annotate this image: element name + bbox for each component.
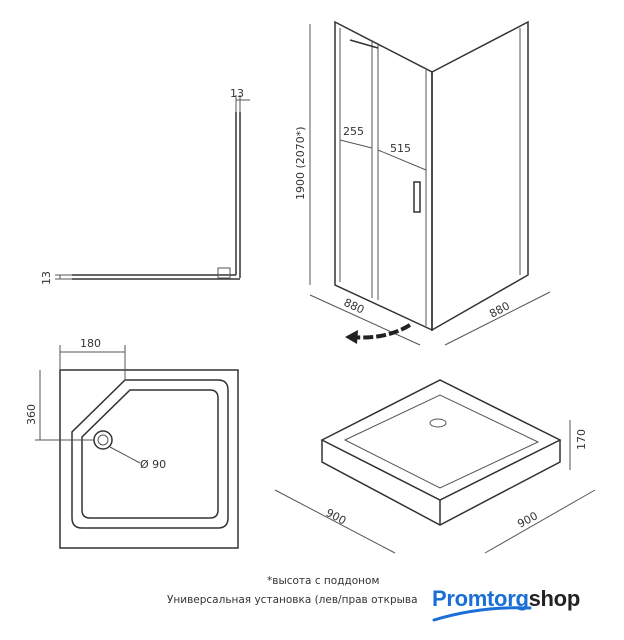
promtorgshop-logo: Promtorgshop (432, 586, 580, 612)
cabin-height-label: 1900 (2070*) (294, 126, 307, 200)
cabin-drawing: 1900 (2070*) 255 515 880 880 (294, 20, 551, 346)
tray-width-left-label: 900 (324, 506, 349, 527)
tray-3d-drawing: 900 900 170 (274, 379, 596, 554)
drain-label: Ø 90 (140, 458, 166, 471)
tray-plan-drawing: 180 360 Ø 90 (25, 337, 239, 549)
profile-dim-top: 13 (230, 87, 244, 100)
tray-width-right-label: 900 (515, 509, 540, 530)
door-fixed-label: 255 (343, 125, 364, 138)
logo-part1: Promtorg (432, 586, 529, 611)
depth-left-label: 880 (342, 296, 367, 317)
profile-drawing: 13 13 (40, 87, 250, 285)
door-open-label: 515 (390, 142, 411, 155)
tray-height-label: 170 (575, 429, 588, 450)
corner-y-label: 360 (25, 404, 38, 425)
logo-part2: shop (528, 586, 581, 611)
asterisk-note: *высота с поддоном (267, 575, 380, 587)
profile-dim-left: 13 (40, 271, 53, 285)
install-note: Универсальная установка (лев/прав открыв… (167, 594, 418, 606)
corner-x-label: 180 (80, 337, 101, 350)
